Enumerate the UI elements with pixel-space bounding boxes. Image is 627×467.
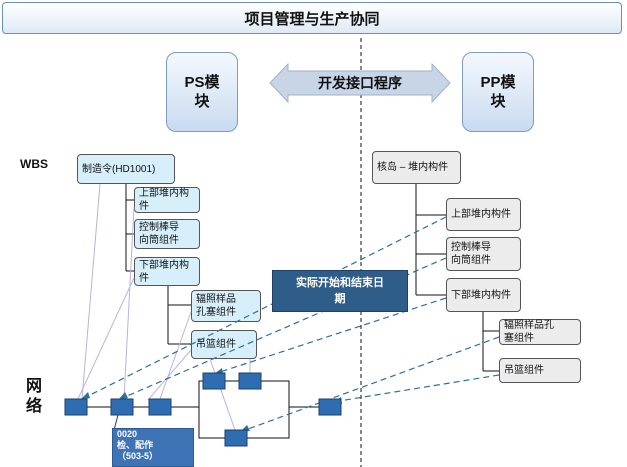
ps-wbs-root: 制造令(HD1001) <box>77 154 175 184</box>
interface-label: 开发接口程序 <box>318 75 402 91</box>
pp-bom-upper: 上部堆内构件 <box>446 198 521 231</box>
activity-callout: 0020 检、配作 （503-5） <box>112 428 194 467</box>
actual-dates-box: 实际开始和结束日 期 <box>272 270 408 312</box>
pp-module-box: PP模 块 <box>462 52 534 132</box>
ps-wbs-tree-lines <box>125 184 191 345</box>
ps-wbs-upper: 上部堆内构件 <box>134 187 200 213</box>
wbs-network-assignment-lines <box>77 183 251 431</box>
wbs-label: WBS <box>20 157 48 171</box>
dashed-link-arrowheads <box>80 368 342 432</box>
pp-bom-lower: 下部堆内构件 <box>446 278 521 312</box>
pp-bom-irradiation: 辐照样品孔 塞组件 <box>499 319 581 345</box>
pp-bom-control-rod: 控制棒导 向筒组件 <box>446 237 521 271</box>
ps-wbs-lower: 下部堆内构件 <box>134 257 200 286</box>
pp-bom-basket: 吊篮组件 <box>499 358 581 383</box>
page-title: 项目管理与生产协同 <box>2 2 622 34</box>
ps-wbs-control-rod: 控制棒导 向筒组件 <box>134 219 200 249</box>
pp-bom-tree-lines <box>415 184 499 372</box>
network-label: 网 络 <box>26 378 43 415</box>
network-lines <box>87 380 319 439</box>
ps-wbs-irradiation: 辐照样品 孔塞组件 <box>191 290 261 322</box>
ps-module-box: PS模 块 <box>166 52 238 132</box>
interface-double-arrow <box>269 62 451 104</box>
pp-bom-root: 核岛 – 堆内构件 <box>372 151 461 184</box>
